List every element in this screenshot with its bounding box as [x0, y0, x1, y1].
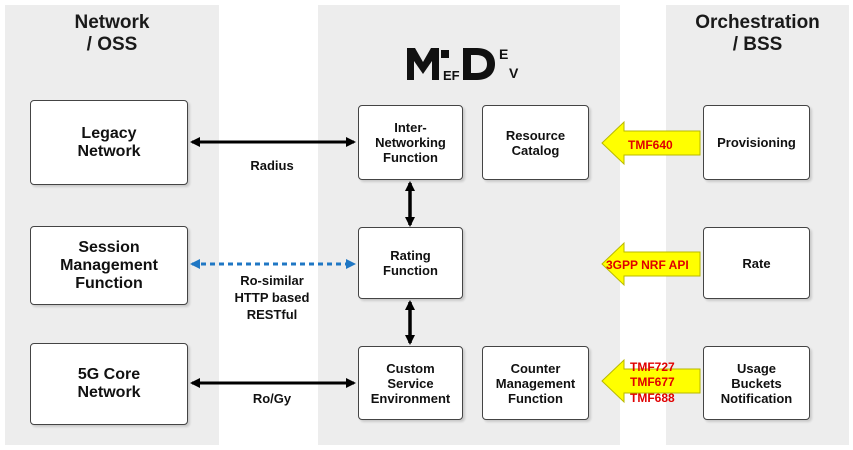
orchestration-bss-title: Orchestration / BSS	[695, 12, 820, 55]
svg-text:EF: EF	[443, 68, 460, 83]
rate-box: Rate	[703, 227, 810, 299]
usage-buckets-notification-box: Usage Buckets Notification	[703, 346, 810, 420]
network-oss-title: Network / OSS	[74, 12, 150, 55]
tmf677-label: TMF677	[630, 375, 675, 389]
nrf-api-arrow	[601, 241, 701, 287]
usage-api-arrow	[601, 358, 701, 404]
radius-label: Radius	[250, 158, 294, 173]
provisioning-box: Provisioning	[703, 105, 810, 180]
ro-gy-label: Ro/Gy	[252, 391, 292, 406]
resource-catalog-box: Resource Catalog	[482, 105, 589, 180]
tmf727-label: TMF727	[630, 360, 675, 374]
ro-similar-label: Ro-similar HTTP based RESTful	[234, 273, 310, 322]
counter-management-function-box: Counter Management Function	[482, 346, 589, 420]
tmf688-label: TMF688	[630, 391, 675, 405]
3gpp-nrf-api-label: 3GPP NRF API	[606, 258, 689, 272]
custom-service-environment-box: Custom Service Environment	[358, 346, 463, 420]
mef-dev-logo: EF E V	[407, 46, 519, 83]
svg-text:E: E	[499, 46, 508, 62]
tmf640-arrow	[601, 120, 701, 166]
inter-networking-function-box: Inter- Networking Function	[358, 105, 463, 180]
rating-function-box: Rating Function	[358, 227, 463, 299]
tmf640-label: TMF640	[628, 138, 673, 152]
legacy-network-box: Legacy Network	[30, 100, 188, 185]
5g-core-network-box: 5G Core Network	[30, 343, 188, 425]
svg-text:V: V	[509, 65, 519, 81]
session-management-function-box: Session Management Function	[30, 226, 188, 305]
